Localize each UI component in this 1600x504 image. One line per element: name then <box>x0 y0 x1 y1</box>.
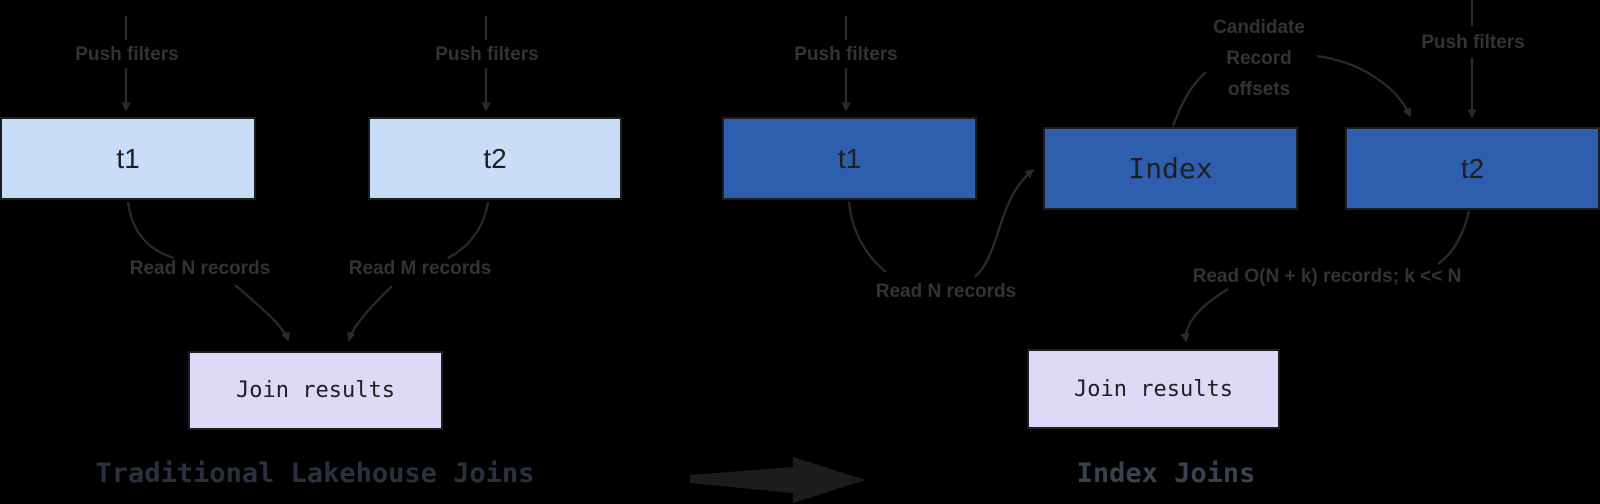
arrow-read-n-to-index <box>974 169 1035 278</box>
arrow-read-onk-to-join-right <box>1180 288 1229 343</box>
transition-right-arrow-icon <box>690 457 866 503</box>
curve-left-t2-to-read-m <box>447 201 490 259</box>
join-results-label-left: Join results <box>236 378 395 403</box>
candidate-record-offsets-label: Candidate Record offsets <box>1189 12 1329 105</box>
push-filters-label-right-t2: Push filters <box>1421 32 1525 53</box>
push-filters-label-left-t1: Push filters <box>75 44 179 65</box>
table-box-t2-right: t2 <box>1345 127 1600 210</box>
table-box-t1-left-label: t1 <box>116 142 140 174</box>
candidate-record-offsets-line3: offsets <box>1227 79 1291 100</box>
candidate-record-offsets-line2: Record <box>1226 48 1292 69</box>
join-results-label-right: Join results <box>1074 376 1233 402</box>
push-filters-label-left-t2: Push filters <box>435 44 539 65</box>
curve-left-t1-to-read-n <box>126 201 175 260</box>
table-box-t1-right-label: t1 <box>837 142 862 174</box>
arrow-read-m-to-join-left <box>346 285 393 342</box>
read-m-records-label-left: Read M records <box>348 258 492 279</box>
table-box-t2-right-label: t2 <box>1460 152 1485 184</box>
table-box-t2-left-label: t2 <box>483 142 507 174</box>
curve-right-t2-to-read-onk <box>1437 210 1471 265</box>
index-box: Index <box>1043 127 1298 210</box>
arrow-candidate-offsets-to-t2 <box>1316 54 1412 118</box>
title-traditional-lakehouse-joins: Traditional Lakehouse Joins <box>95 458 535 489</box>
table-box-t1-left: t1 <box>0 117 256 200</box>
join-results-box-left: Join results <box>188 351 443 430</box>
table-box-t1-right: t1 <box>722 117 977 200</box>
push-filters-label-right-t1: Push filters <box>794 44 898 65</box>
read-n-records-label-left: Read N records <box>129 258 271 279</box>
read-onk-records-label: Read O(N + k) records; k << N <box>1192 266 1462 287</box>
curve-right-t1-to-read-n <box>847 201 887 273</box>
candidate-record-offsets-line1: Candidate <box>1213 17 1305 38</box>
read-n-records-label-right: Read N records <box>875 281 1017 302</box>
table-box-t2-left: t2 <box>368 117 622 200</box>
title-index-joins: Index Joins <box>1076 458 1256 489</box>
join-results-box-right: Join results <box>1027 349 1280 429</box>
index-box-label: Index <box>1128 152 1213 185</box>
arrow-read-n-to-join-left <box>234 284 290 342</box>
